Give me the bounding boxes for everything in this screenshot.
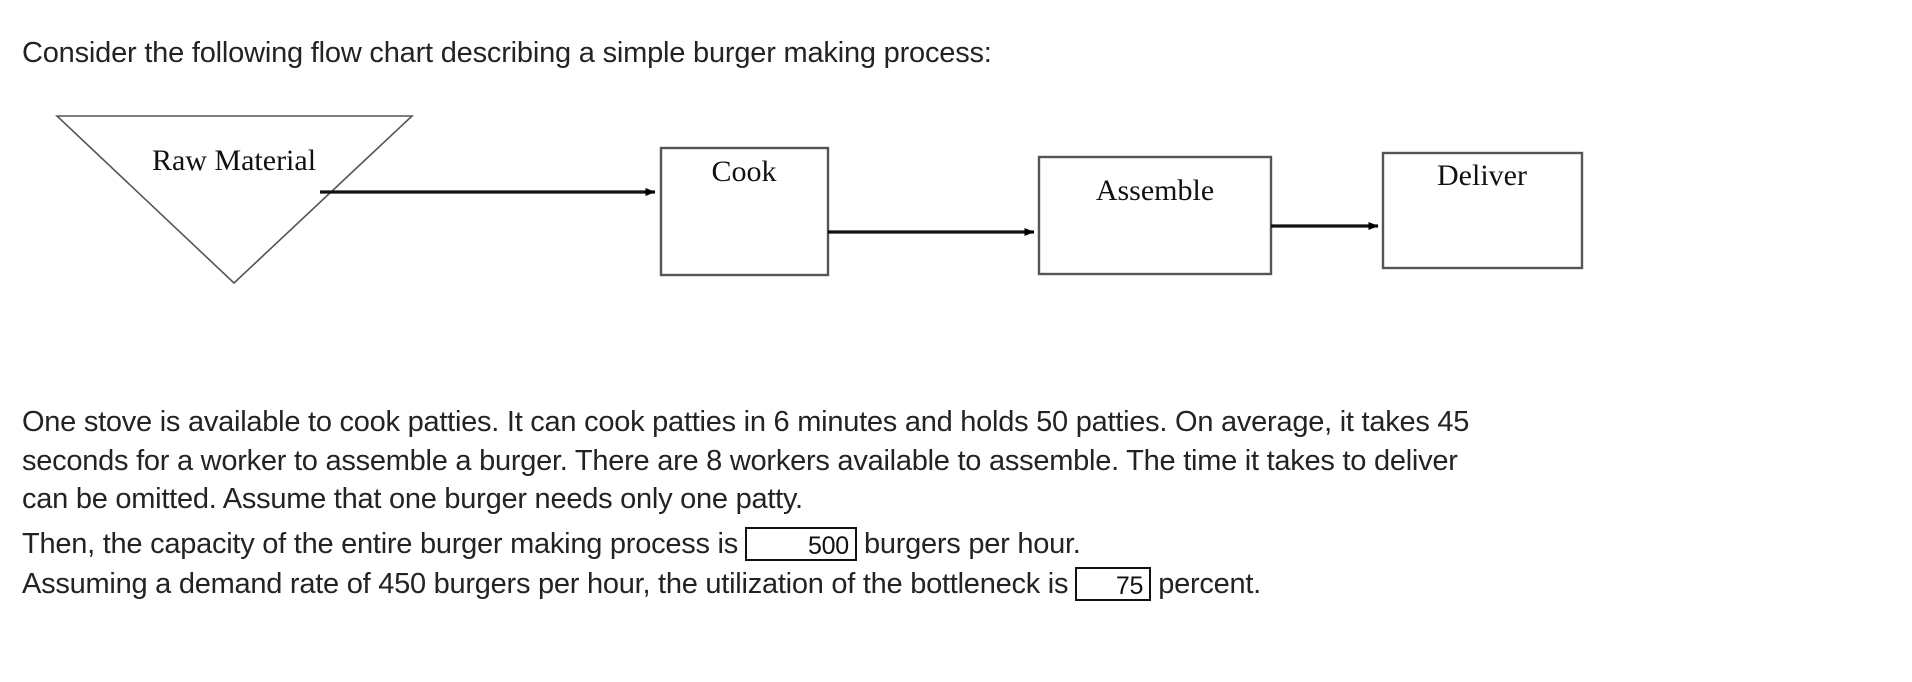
capacity-suffix-text: burgers per hour. xyxy=(863,528,1081,560)
utilization-prefix-text: Assuming a demand rate of 450 burgers pe… xyxy=(22,568,1069,600)
node-deliver: Deliver xyxy=(1381,151,1584,270)
node-raw-material: Raw Material xyxy=(54,115,415,285)
problem-statement: One stove is available to cook patties. … xyxy=(22,403,1902,519)
utilization-answer-line: Assuming a demand rate of 450 burgers pe… xyxy=(22,564,1261,604)
deliver-box xyxy=(1381,151,1584,270)
node-label-raw-material: Raw Material xyxy=(152,144,316,177)
assemble-box xyxy=(1037,155,1273,276)
utilization-input[interactable]: 75 xyxy=(1075,567,1152,601)
cook-box xyxy=(659,146,830,277)
intro-text: Consider the following flow chart descri… xyxy=(22,37,992,69)
node-assemble: Assemble xyxy=(1037,155,1273,276)
node-cook: Cook xyxy=(659,146,830,277)
problem-statement-line-1: One stove is available to cook patties. … xyxy=(22,406,1470,438)
raw-material-triangle xyxy=(54,115,415,285)
problem-statement-line-2: seconds for a worker to assemble a burge… xyxy=(22,444,1458,477)
capacity-prefix-text: Then, the capacity of the entire burger … xyxy=(22,528,738,560)
node-label-assemble: Assemble xyxy=(1096,174,1214,207)
capacity-input[interactable]: 500 xyxy=(744,527,857,561)
capacity-answer-line: Then, the capacity of the entire burger … xyxy=(22,524,1261,564)
burger-process-flowchart: Raw Material Cook Assemble Deliver xyxy=(0,95,1700,310)
problem-statement-line-3: can be omitted. Assume that one burger n… xyxy=(22,483,803,515)
node-label-deliver: Deliver xyxy=(1437,159,1527,192)
node-label-cook: Cook xyxy=(711,155,776,188)
answer-block: Then, the capacity of the entire burger … xyxy=(22,524,1261,604)
utilization-suffix-text: percent. xyxy=(1158,568,1261,600)
